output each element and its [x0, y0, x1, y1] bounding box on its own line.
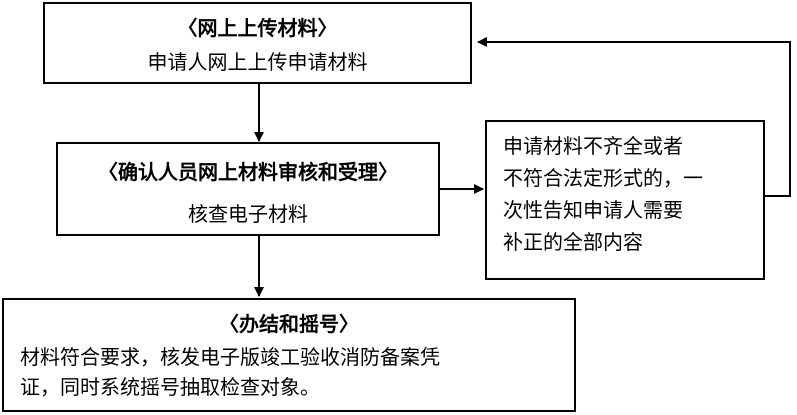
node-review-body: 核查电子材料: [188, 202, 308, 226]
node-review: 〈确认人员网上材料审核和受理〉 核查电子材料: [56, 142, 440, 236]
node-supplement-text: 申请材料不齐全或者 不符合法定形式的，一 次性告知申请人需要 补正的全部内容: [503, 130, 703, 258]
node-upload-title: 〈网上上传材料〉: [177, 16, 338, 40]
node-finish-title: 〈办结和摇号〉: [219, 312, 359, 336]
node-supplement-line-3: 次性告知申请人需要: [503, 198, 683, 222]
node-review-title: 〈确认人员网上材料审核和受理〉: [98, 160, 398, 184]
node-finish-line-2: 证，同时系统摇号抽取检查对象。: [20, 375, 320, 399]
node-upload-body: 申请人网上上传申请材料: [147, 50, 368, 74]
node-supplement-line-1: 申请材料不齐全或者: [503, 134, 683, 158]
node-finish-text: 材料符合要求，核发电子版竣工验收消防备案凭 证，同时系统摇号抽取检查对象。: [20, 342, 440, 402]
node-supplement: 申请材料不齐全或者 不符合法定形式的，一 次性告知申请人需要 补正的全部内容: [485, 120, 765, 280]
node-supplement-line-4: 补正的全部内容: [503, 230, 643, 254]
node-supplement-line-2: 不符合法定形式的，一: [503, 166, 703, 190]
node-finish-line-1: 材料符合要求，核发电子版竣工验收消防备案凭: [20, 345, 440, 369]
node-finish: 〈办结和摇号〉 材料符合要求，核发电子版竣工验收消防备案凭 证，同时系统摇号抽取…: [2, 298, 576, 412]
node-upload: 〈网上上传材料〉 申请人网上上传申请材料: [43, 2, 472, 84]
